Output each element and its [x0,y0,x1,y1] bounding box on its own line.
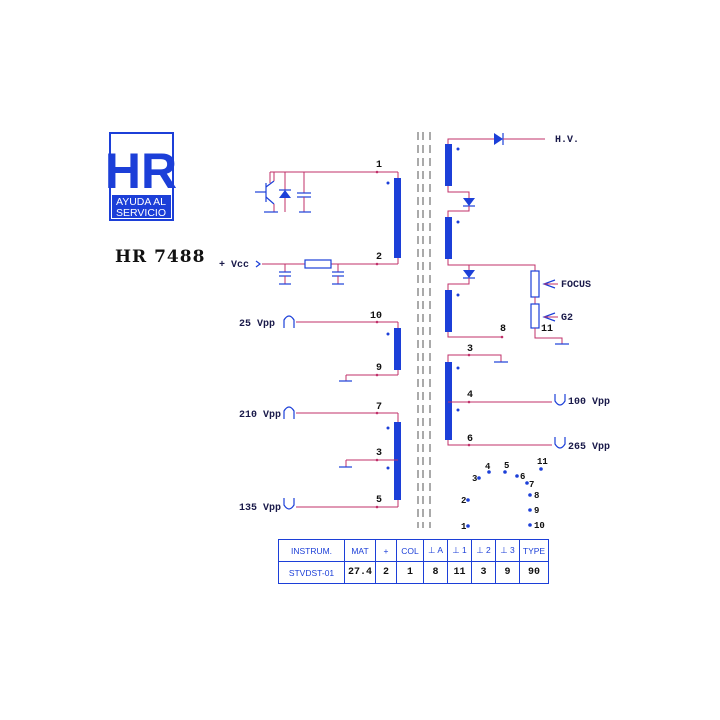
header-col: COL [396,539,424,562]
base-pinout: 1 2 3 4 5 6 7 8 9 10 11 [461,457,548,532]
pin-7-label: 7 [376,402,382,413]
base-pin-7: 7 [529,480,534,490]
header-ground-2: ⊥ 2 [471,539,496,562]
base-pin-5: 5 [504,461,509,471]
header-ground-1: ⊥ 1 [447,539,472,562]
pin-8-label: 8 [500,324,506,335]
pulse-100-label: 100 Vpp [568,397,610,408]
pin-3b-label: 3 [467,344,473,355]
model-title: HR 7488 [115,247,205,267]
pin-6-label: 6 [467,434,473,445]
base-pin-3: 3 [472,474,477,484]
pin-2-label: 2 [376,252,382,263]
vcc-filter [255,259,344,285]
hv-windings [445,133,569,345]
pin-4-label: 4 [467,390,473,401]
base-pin-1: 1 [461,522,467,532]
header-ground-3: ⊥ 3 [495,539,520,562]
header-instrum: INSTRUM. [278,539,345,562]
pin-5-label: 5 [376,495,382,506]
pin-11-label: 11 [541,324,553,335]
spec-table: INSTRUM. MAT + COL ⊥ A ⊥ 1 ⊥ 2 ⊥ 3 TYPE … [278,539,549,584]
value-ground-a: 8 [423,561,448,584]
pulse-265-label: 265 Vpp [568,442,610,453]
value-ground-3: 9 [495,561,520,584]
spec-table-header-row: INSTRUM. MAT + COL ⊥ A ⊥ 1 ⊥ 2 ⊥ 3 TYPE [278,539,549,562]
value-instrum: STVDST-01 [278,561,345,584]
header-type: TYPE [519,539,549,562]
base-pin-2: 2 [461,496,466,506]
spec-table-value-row: STVDST-01 27.4 2 1 8 11 3 9 90 [278,561,549,584]
focus-label: FOCUS [561,280,591,291]
secondary-winding [445,353,566,449]
base-pin-10: 10 [534,521,545,531]
base-pin-6: 6 [520,472,525,482]
logo-line1: AYUDA AL [116,196,166,208]
base-pin-8: 8 [534,491,539,501]
switching-transistor [255,172,311,213]
hv-label: H.V. [555,135,579,146]
g2-label: G2 [561,313,573,324]
pin-3a-label: 3 [376,448,382,459]
value-type: 90 [519,561,549,584]
pulse-210-label: 210 Vpp [239,410,281,421]
header-mat: MAT [344,539,376,562]
hr-logo: HR AYUDA AL SERVICIO [105,132,177,221]
base-pin-4: 4 [485,462,491,472]
pin-9-label: 9 [376,363,382,374]
pulse-135-label: 135 Vpp [239,503,281,514]
base-pin-9: 9 [534,506,539,516]
base-pin-11: 11 [537,457,548,467]
value-ground-2: 3 [471,561,496,584]
pulse-25-label: 25 Vpp [239,319,275,330]
winding-7-3-5 [283,406,401,510]
header-plus: + [375,539,397,562]
logo-line2: SERVICIO [116,207,166,219]
logo-letters: HR [105,143,177,199]
vcc-label: + Vcc [219,260,249,271]
pin-1-label: 1 [376,160,382,171]
pin-10-label: 10 [370,311,382,322]
value-ground-1: 11 [447,561,472,584]
winding-10-9 [283,315,401,382]
value-col: 1 [396,561,424,584]
value-mat: 27.4 [344,561,376,584]
header-ground-a: ⊥ A [423,539,448,562]
transformer-core [417,132,431,528]
value-plus: 2 [375,561,397,584]
